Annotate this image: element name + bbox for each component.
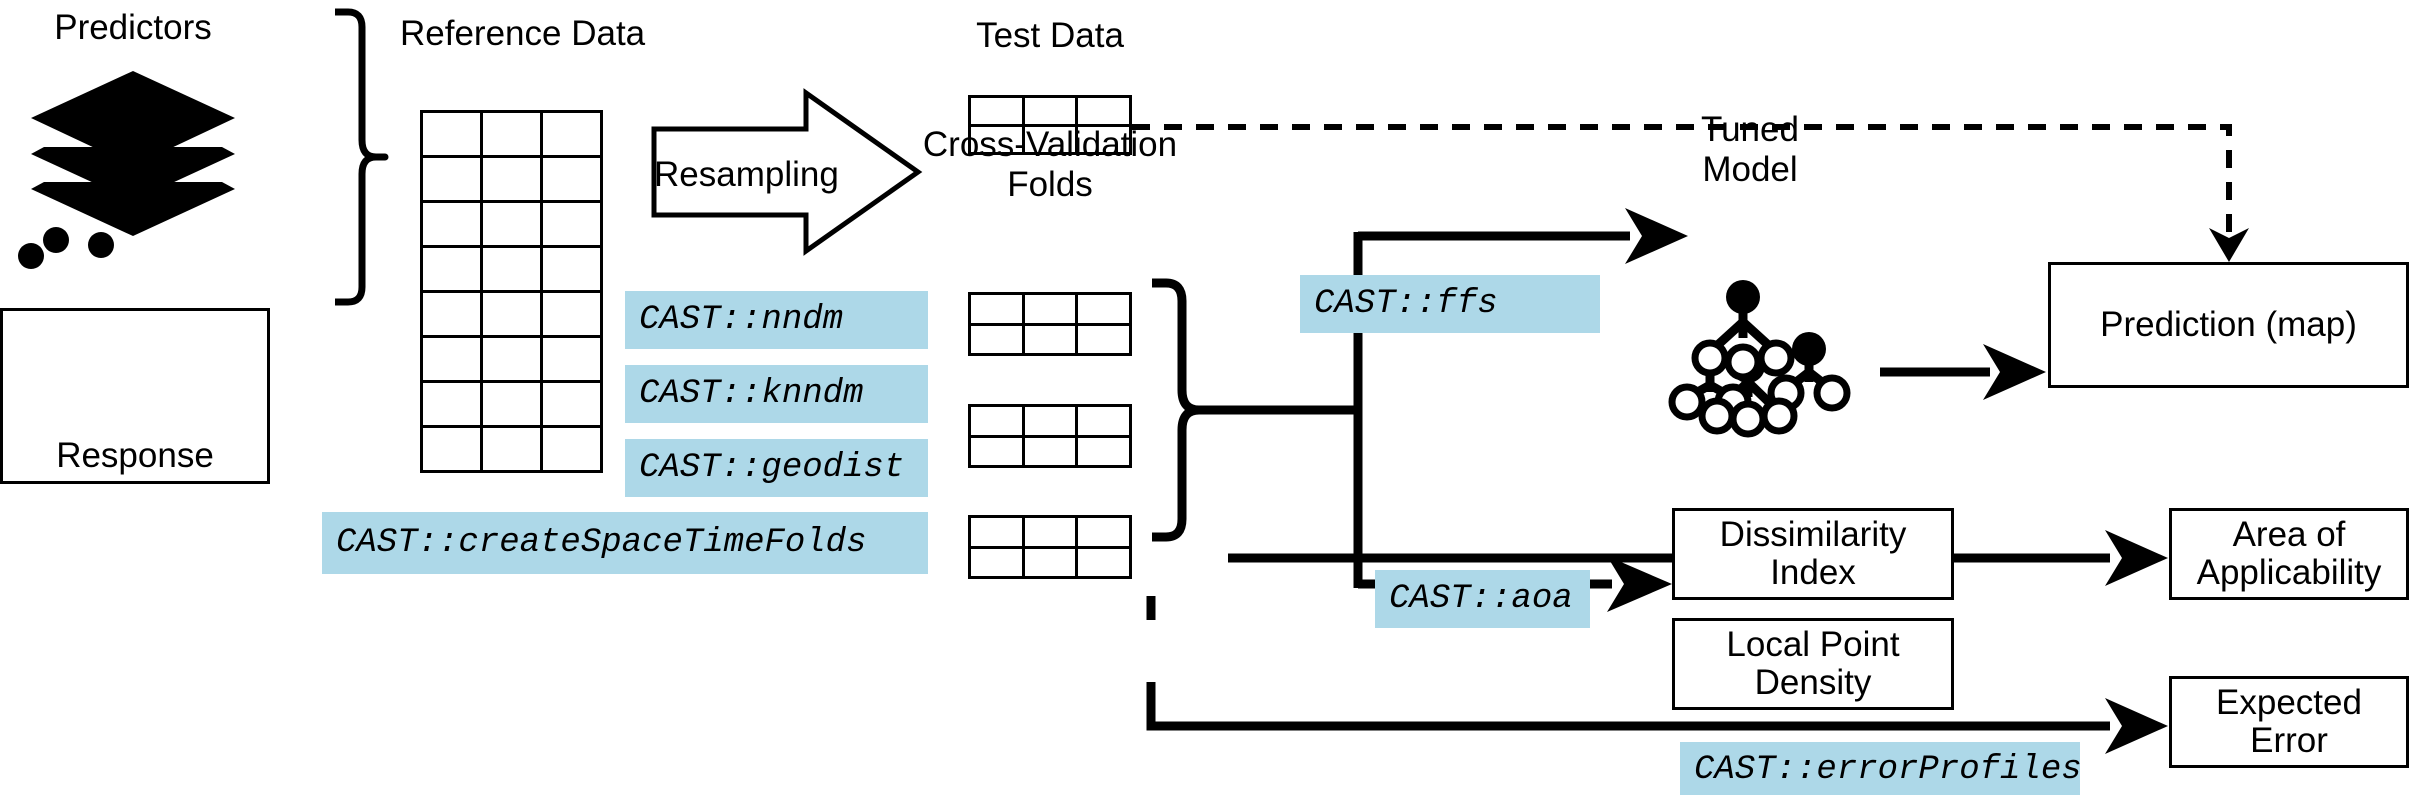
table-cell: [1024, 437, 1079, 468]
tuned-model-title-line1: Tuned: [1701, 110, 1799, 149]
area-of-applicability-label-line1: Area of: [2232, 514, 2346, 554]
table-cell: [483, 203, 543, 248]
table-cell: [971, 437, 1025, 468]
block-arrow-right-icon: [651, 88, 923, 256]
cv-folds-title-line1: Cross-Validation: [922, 125, 1178, 164]
local-point-density-label-line2: Density: [1754, 663, 1872, 702]
table-cell: [1078, 548, 1132, 579]
prediction-map-label: Prediction (map): [2100, 304, 2357, 344]
table-cell: [543, 203, 603, 248]
table-cell: [543, 428, 603, 473]
resampling-label: Resampling: [654, 155, 839, 194]
table-cell: [971, 325, 1025, 356]
table-cell: [971, 126, 1025, 155]
table-cell: [483, 113, 543, 158]
table-cell: [483, 248, 543, 293]
table-cell: [543, 293, 603, 338]
table-cell: [483, 158, 543, 203]
table-cell: [1078, 126, 1132, 155]
decision-tree-icon: [1668, 280, 1851, 438]
table-cell: [423, 428, 483, 473]
table-cell: [543, 158, 603, 203]
expected-error-label-line1: Expected: [2216, 682, 2362, 722]
table-cell: [543, 248, 603, 293]
local-point-density-box: Local Point Density: [1672, 618, 1954, 710]
table-cell: [1078, 518, 1132, 549]
dissimilarity-index-label-line1: Dissimilarity: [1719, 514, 1907, 554]
input-grouping-brace: [335, 8, 389, 306]
lpd-to-expected-error-arrow: [1146, 682, 2168, 754]
table-cell: [1078, 98, 1132, 127]
cast-geodist-chip[interactable]: CAST::geodist: [625, 439, 928, 497]
table-cell: [971, 407, 1025, 438]
layers-icon: [31, 71, 235, 236]
reference-data-title: Reference Data: [400, 14, 646, 53]
cast-knndm-chip[interactable]: CAST::knndm: [625, 365, 928, 423]
predictors-label: Predictors: [54, 8, 212, 47]
table-cell: [423, 383, 483, 428]
table-cell: [1024, 407, 1079, 438]
table-cell: [1024, 518, 1079, 549]
table-cell: [423, 248, 483, 293]
branch-connector: [1208, 208, 1688, 612]
cast-ffs-chip[interactable]: CAST::ffs: [1300, 275, 1600, 333]
reference-data-table: [420, 110, 603, 473]
test-to-prediction-connector: [1132, 124, 2249, 262]
table-cell: [483, 383, 543, 428]
table-cell: [423, 203, 483, 248]
table-cell: [1078, 325, 1132, 356]
cast-aoa-chip[interactable]: CAST::aoa: [1375, 570, 1590, 628]
table-cell: [971, 518, 1025, 549]
cv-fold-table-2: [968, 404, 1132, 468]
dissimilarity-index-box: Dissimilarity Index: [1672, 508, 1954, 600]
table-cell: [1078, 295, 1132, 326]
table-cell: [543, 338, 603, 383]
table-cell: [971, 295, 1025, 326]
table-cell: [1078, 407, 1132, 438]
model-to-prediction-arrow: [1880, 344, 2046, 400]
cast-errorprofiles-chip[interactable]: CAST::errorProfiles: [1680, 742, 2082, 795]
cast-nndm-chip[interactable]: CAST::nndm: [625, 291, 928, 349]
table-cell: [971, 98, 1025, 127]
local-point-density-label-line1: Local Point: [1726, 624, 1900, 664]
area-of-applicability-label-line2: Applicability: [2196, 553, 2382, 592]
prediction-map-box: Prediction (map): [2048, 262, 2409, 388]
table-cell: [483, 428, 543, 473]
table-cell: [423, 158, 483, 203]
table-cell: [543, 383, 603, 428]
cast-createspacetimefolds-chip[interactable]: CAST::createSpaceTimeFolds: [322, 512, 928, 574]
cv-folds-title-line2: Folds: [1007, 165, 1093, 204]
area-of-applicability-box: Area of Applicability: [2169, 508, 2409, 600]
expected-error-box: Expected Error: [2169, 676, 2409, 768]
dissimilarity-index-label-line2: Index: [1770, 553, 1856, 592]
cv-fold-table-1: [968, 292, 1132, 356]
table-cell: [423, 113, 483, 158]
table-cell: [1024, 548, 1079, 579]
table-cell: [483, 338, 543, 383]
test-data-table: [968, 95, 1132, 155]
cv-fold-table-3: [968, 515, 1132, 579]
di-to-aoa-arrow: [1228, 530, 2168, 586]
table-cell: [971, 548, 1025, 579]
table-cell: [1078, 437, 1132, 468]
table-cell: [1024, 295, 1079, 326]
table-cell: [543, 113, 603, 158]
response-box: Response: [0, 308, 270, 484]
table-cell: [1024, 325, 1079, 356]
table-cell: [1024, 98, 1079, 127]
table-cell: [423, 293, 483, 338]
folds-grouping-brace: [1152, 278, 1213, 542]
expected-error-label-line2: Error: [2250, 721, 2328, 760]
tuned-model-title-line2: Model: [1702, 150, 1798, 189]
table-cell: [423, 338, 483, 383]
test-data-title: Test Data: [976, 16, 1124, 55]
table-cell: [483, 293, 543, 338]
table-cell: [1024, 126, 1079, 155]
response-label: Response: [56, 435, 214, 475]
